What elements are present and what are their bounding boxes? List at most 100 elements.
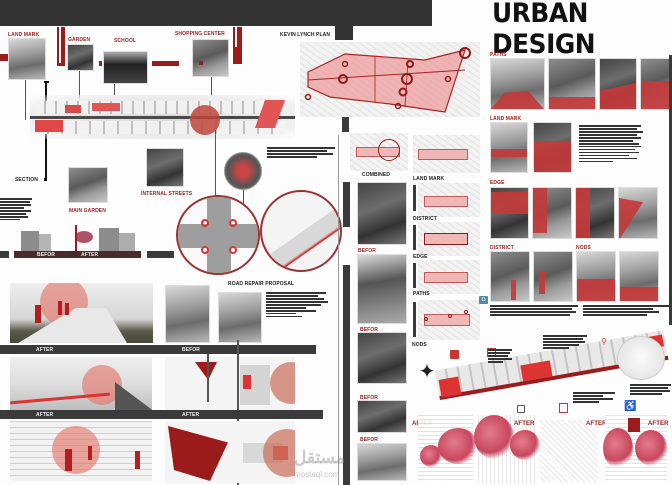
compass-icon: ✦	[418, 361, 436, 383]
red-marker	[0, 54, 8, 61]
banner-stub	[335, 26, 353, 40]
kevin-lynch-overlay	[304, 47, 471, 113]
person	[88, 446, 92, 460]
model-note-2	[543, 335, 588, 350]
divider-bar	[343, 265, 350, 485]
photo-school	[103, 51, 148, 84]
highlight-circle	[263, 429, 295, 477]
photo-garden	[67, 44, 94, 71]
map-nods	[418, 300, 480, 340]
photo-nods-1	[576, 251, 616, 302]
section-ground-right	[147, 251, 174, 258]
photo-land-mark-1	[490, 122, 528, 173]
red-dash	[152, 61, 179, 66]
bus-icon	[517, 405, 525, 413]
photo-land-mark	[8, 38, 46, 80]
leader-line	[211, 77, 212, 97]
massing-model-1	[165, 357, 295, 412]
road-repair-title: ROAD REPAIR PROPOSAL	[228, 281, 295, 287]
label-repair-row1-left: AFTER	[36, 347, 54, 353]
building	[21, 231, 39, 251]
red-block	[520, 360, 553, 382]
sketch-3	[540, 420, 598, 482]
red-zone	[35, 120, 63, 132]
red-block	[438, 376, 462, 398]
photo-before-road-1	[165, 285, 210, 343]
photo-internal-streets	[146, 148, 184, 187]
person	[135, 451, 140, 469]
building	[99, 228, 119, 251]
photo-district-2	[533, 251, 573, 302]
watermark-latin: mostaql.com	[294, 470, 340, 479]
highlight-circle	[52, 426, 100, 474]
accessibility-icon: ♿	[624, 401, 637, 412]
red-zone	[92, 103, 120, 111]
photo-street-1	[357, 182, 407, 245]
focus-circle	[378, 139, 400, 161]
road-repair-bar-2	[0, 410, 323, 419]
sketch-tree	[635, 430, 667, 466]
photo-edge-1	[490, 187, 529, 239]
intersection-axon-circle	[260, 190, 342, 272]
sketch-tree	[438, 428, 478, 464]
label-photos-district: DISTRICT	[490, 245, 514, 251]
camera-icon: ◘	[479, 296, 488, 304]
watermark-arabic: مستقل	[294, 448, 345, 467]
label-section-before: BEFOR	[37, 252, 55, 258]
building	[39, 234, 51, 251]
label-main-garden: MAIN GARDEN	[69, 208, 106, 214]
model-note-3	[573, 392, 617, 404]
school-icon	[450, 350, 459, 359]
photo-paths-1	[490, 58, 545, 110]
curb-red	[201, 219, 209, 227]
road-repair-bar-1	[0, 345, 316, 354]
label-sketch-after-2: AFTER	[514, 421, 535, 427]
model-note-4	[630, 384, 672, 396]
land-mark-description	[579, 125, 644, 164]
section-ground	[14, 251, 141, 258]
road-repair-description	[266, 292, 331, 319]
section-dot	[44, 178, 47, 181]
photo-paths-3	[599, 58, 637, 110]
label-street-photo-2: BEFOR	[360, 327, 378, 333]
label-photos-paths: PATHS	[490, 52, 507, 58]
photo-land-mark-2	[533, 122, 572, 173]
label-shopping-center: SHOPPING CENTER	[175, 31, 225, 37]
map-land-mark	[413, 135, 480, 173]
person	[35, 305, 41, 323]
bicycle-icon: ⚲	[601, 337, 607, 346]
leader-line	[25, 80, 26, 120]
intersection-plan-circle	[176, 195, 260, 275]
pillar-highlight	[235, 27, 237, 47]
leader-line	[114, 84, 115, 104]
tree-sphere	[617, 336, 665, 380]
curb-red	[229, 246, 237, 254]
label-garden: GARDEN	[68, 37, 91, 43]
render-after-1	[10, 283, 153, 343]
map-paths	[418, 260, 480, 294]
section-description	[0, 198, 33, 222]
massing-model-2	[165, 421, 295, 483]
photo-before-road-2	[218, 292, 262, 343]
red-pillar-garden	[57, 27, 65, 66]
label-lynch-paths: PATHS	[413, 291, 430, 297]
sketch-tree	[474, 415, 514, 459]
person	[65, 449, 72, 471]
label-section-after: AFTER	[81, 252, 99, 258]
divider-bar	[413, 302, 416, 337]
photo-edge-2	[532, 187, 572, 239]
divider-bar	[413, 263, 416, 288]
label-street-photo-1: BEFOR	[358, 248, 376, 254]
photo-edge-4	[618, 187, 658, 239]
intersection-description	[267, 147, 337, 159]
leader-line	[207, 354, 209, 402]
nods-description	[583, 305, 671, 317]
photo-street-2	[357, 254, 407, 324]
divider-bar	[342, 117, 349, 132]
person	[58, 301, 62, 315]
label-land-mark: LAND MARK	[8, 32, 40, 38]
section-leader-tick	[44, 81, 49, 83]
label-lynch-district: DISTRICT	[413, 216, 437, 222]
master-plan-strip	[30, 95, 295, 139]
street	[262, 206, 340, 270]
